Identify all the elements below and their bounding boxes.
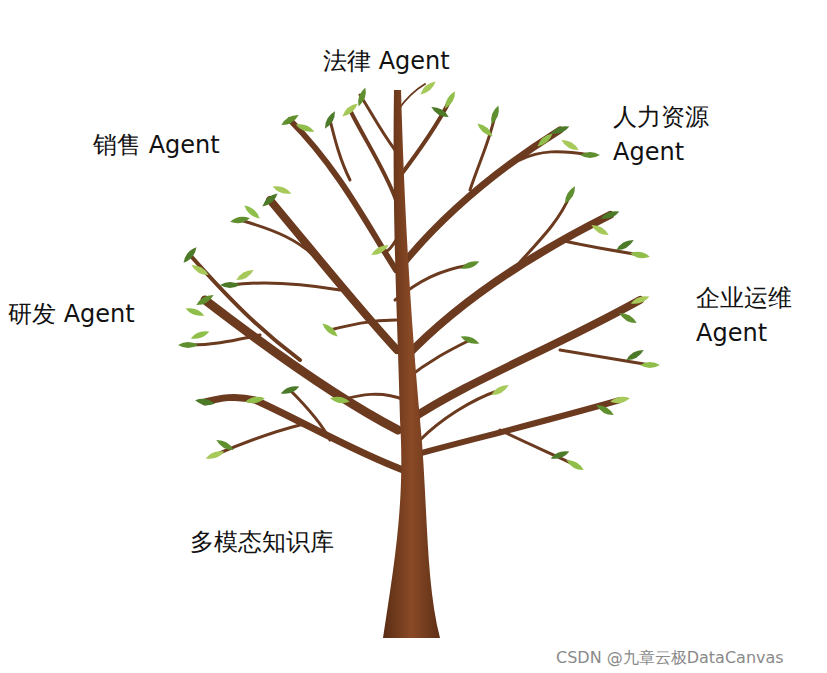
branch: [403, 215, 610, 360]
branch: [215, 425, 300, 455]
branch: [205, 397, 403, 470]
leaf: [190, 329, 211, 341]
branch: [240, 220, 320, 262]
leaf: [230, 215, 251, 224]
agent-label: 企业运维 Agent: [696, 281, 821, 351]
branch: [500, 430, 575, 465]
leaf: [610, 395, 631, 404]
leaf: [245, 395, 266, 404]
leaf: [489, 105, 501, 126]
branch: [190, 255, 300, 360]
leaf: [190, 262, 210, 277]
leaf: [195, 397, 216, 406]
leaves: [178, 79, 660, 472]
leaf: [430, 104, 450, 119]
branch: [520, 195, 570, 262]
leaf: [330, 395, 351, 404]
leaf: [442, 90, 457, 110]
leaf: [580, 152, 600, 158]
branch: [398, 130, 560, 270]
leaf: [220, 282, 240, 288]
agent-label: 人力资源 Agent: [613, 100, 738, 170]
leaf: [460, 334, 481, 346]
branch: [290, 120, 396, 270]
leaf: [535, 131, 554, 148]
branch: [230, 283, 340, 290]
leaf: [630, 250, 651, 259]
leaf: [260, 191, 279, 208]
branch: [360, 95, 395, 150]
trunk: [383, 90, 440, 638]
leaf: [615, 237, 635, 252]
branch: [350, 110, 396, 200]
leaf: [178, 342, 198, 348]
leaf: [242, 203, 261, 220]
leaf: [640, 362, 660, 368]
leaf: [475, 121, 494, 138]
leaf: [625, 347, 645, 362]
branch: [270, 200, 397, 350]
leaf: [340, 101, 359, 118]
leaf: [205, 449, 226, 461]
leaf: [370, 242, 390, 257]
leaf: [235, 267, 255, 282]
branch: [340, 394, 405, 400]
leaf: [418, 79, 437, 96]
leaf: [630, 294, 651, 306]
leaf: [280, 384, 301, 396]
leaf: [550, 449, 571, 461]
branch: [420, 390, 500, 440]
branch: [330, 120, 350, 180]
agent-label: 研发 Agent: [8, 297, 135, 332]
leaf: [195, 292, 215, 307]
branch: [330, 320, 396, 330]
leaf: [272, 184, 293, 196]
leaf: [618, 310, 638, 325]
branch: [398, 84, 425, 110]
leaf: [550, 124, 571, 136]
branch: [414, 400, 620, 455]
leaf: [181, 245, 198, 264]
leaf: [595, 402, 615, 417]
knowledge-base-label: 多模态知识库: [190, 525, 334, 560]
leaf: [590, 222, 610, 237]
leaf: [322, 110, 337, 130]
leaf: [320, 321, 339, 338]
branch: [397, 100, 450, 180]
leaf: [215, 437, 235, 452]
leaf: [185, 306, 206, 318]
agent-label: 销售 Agent: [93, 128, 220, 163]
agent-label: 法律 Agent: [323, 44, 450, 79]
leaf: [560, 137, 580, 152]
leaf: [490, 382, 510, 397]
leaf: [295, 122, 316, 134]
branches: [190, 84, 650, 470]
leaf: [565, 457, 585, 472]
leaf: [460, 259, 481, 271]
leaf: [600, 209, 621, 221]
branch: [470, 115, 495, 190]
leaf: [562, 185, 577, 205]
branch: [290, 390, 330, 440]
branch: [520, 152, 590, 160]
leaf: [356, 87, 368, 108]
watermark: CSDN @九章云极DataCanvas: [556, 646, 784, 669]
